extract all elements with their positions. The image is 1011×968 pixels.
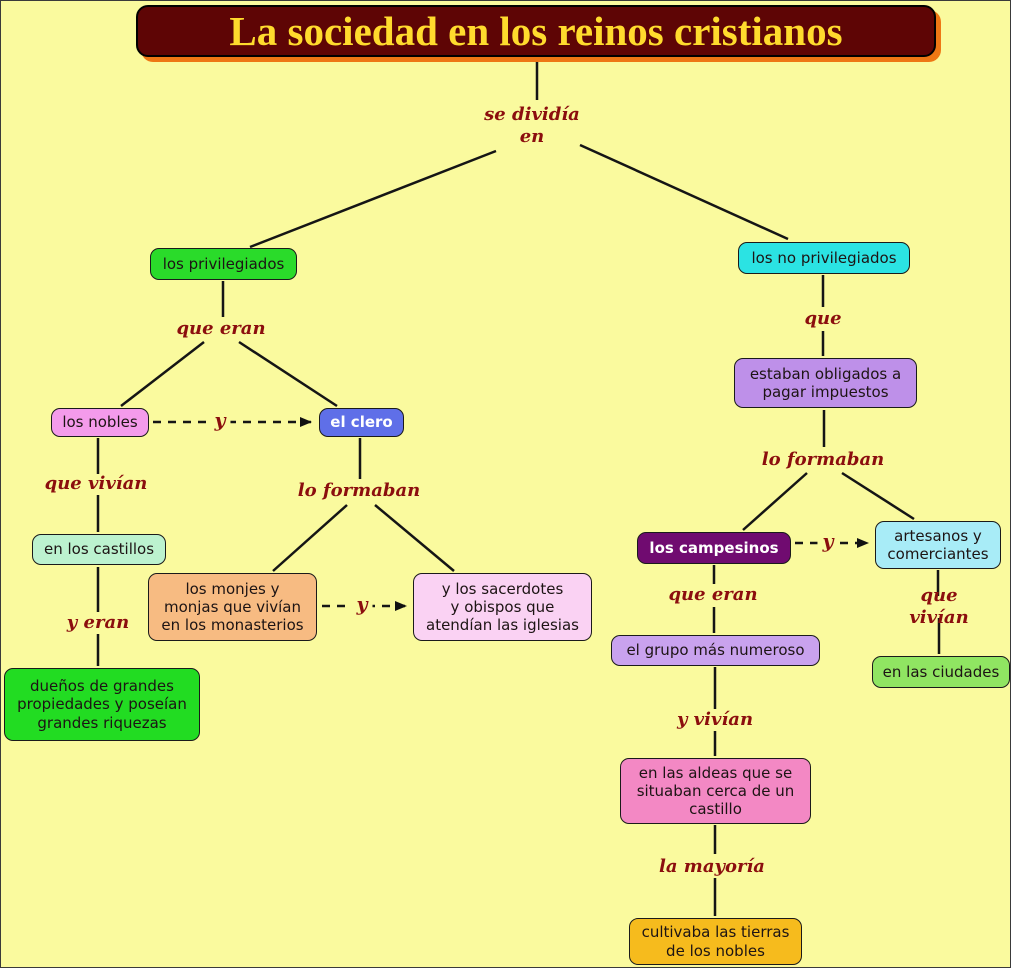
node-duenos-de-grandes: dueños de grandes propiedades y poseían … [4,668,200,741]
edge-label-que-vivian-right: que vivían [909,585,969,628]
node-en-los-castillos: en los castillos [32,534,166,565]
edge-label-que: que [804,308,842,330]
connector-line [238,340,338,408]
connector-line [579,143,789,241]
edge-label-que-eran-right: que eran [668,584,758,606]
edge-label-que-eran-left: que eran [176,318,266,340]
edge-label-y-1: y [209,409,231,433]
connector-line [120,341,205,407]
edge-label-la-mayoria: la mayoría [659,856,765,878]
map-title: La sociedad en los reinos cristianos [136,5,936,57]
solid-connectors [96,58,941,916]
connector-line [374,504,455,572]
edge-label-y-eran: y eran [66,612,130,634]
edge-label-lo-formaban-left: lo formaban [297,480,421,502]
connector-line [742,472,808,531]
edge-label-que-vivian-left: que vivían [44,473,148,495]
node-artesanos-comerciantes: artesanos y comerciantes [875,521,1001,569]
node-los-no-privilegiados: los no privilegiados [738,242,910,274]
connector-line [272,504,348,572]
node-cultivaba-tierras: cultivaba las tierras de los nobles [629,918,802,965]
edge-label-se-dividia-en: se dividía en [484,104,580,147]
node-en-las-ciudades: en las ciudades [872,656,1010,688]
node-los-monjes: los monjes y monjas que vivían en los mo… [148,573,317,641]
node-en-las-aldeas: en las aldeas que se situaban cerca de u… [620,758,811,824]
connector-line [841,471,915,521]
edge-label-y-2: y [351,593,373,617]
edge-label-y-vivian: y vivían [676,709,754,731]
node-obligados-impuestos: estaban obligados a pagar impuestos [734,358,917,408]
connector-line [249,149,497,249]
node-los-privilegiados: los privilegiados [150,248,297,280]
node-el-clero: el clero [319,408,404,437]
edge-label-lo-formaban-right: lo formaban [761,449,885,471]
node-grupo-mas-numeroso: el grupo más numeroso [611,635,820,666]
node-los-campesinos: los campesinos [637,532,791,564]
node-sacerdotes-obispos: y los sacerdotes y obispos que atendían … [413,573,592,641]
node-los-nobles: los nobles [51,408,149,437]
edge-label-y-3: y [817,530,839,554]
